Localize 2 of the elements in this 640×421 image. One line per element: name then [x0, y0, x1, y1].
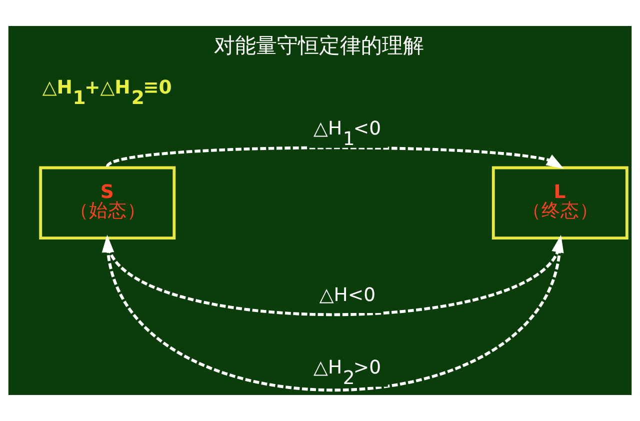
edge-label: △H<0: [319, 285, 376, 306]
diagram-title: 对能量守恒定律的理解: [214, 32, 424, 58]
